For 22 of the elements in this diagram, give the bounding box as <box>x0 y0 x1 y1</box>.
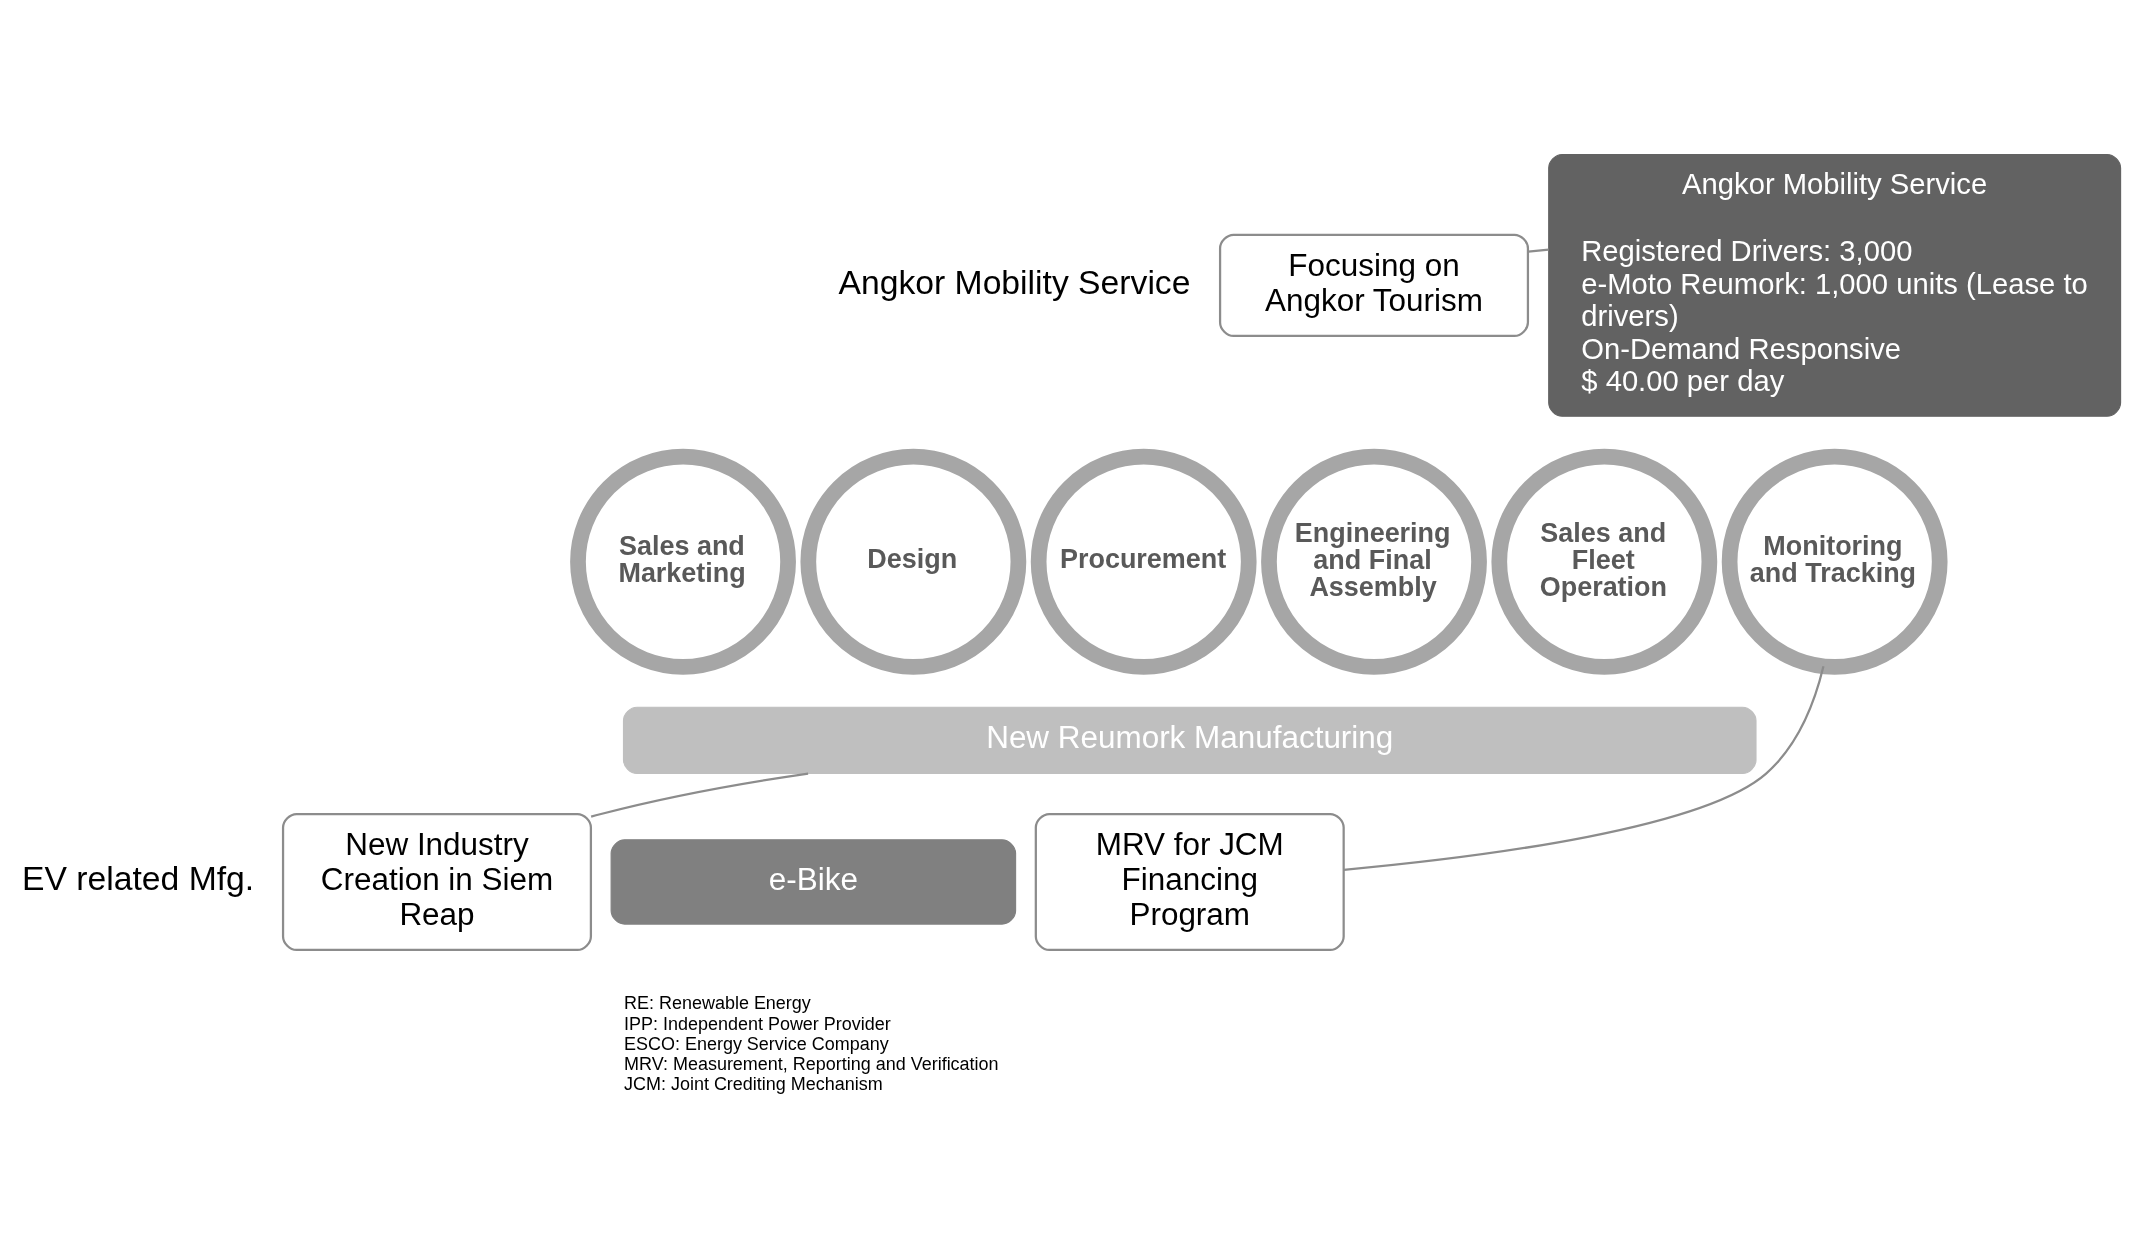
node-circle: Sales and Marketing <box>570 448 796 675</box>
node-circle: Design <box>800 448 1027 675</box>
node-circle: Procurement <box>1030 448 1257 675</box>
label: EV related Mfg. <box>22 858 255 897</box>
node-box: New Industry Creation in Siem Reap <box>281 812 593 951</box>
label: JCM: Joint Crediting Mechanism <box>624 1073 883 1094</box>
node-box: New Reumork Manufacturing <box>622 706 1757 774</box>
node-circle: Monitoring and Tracking <box>1721 448 1948 675</box>
node-box: MRV for JCM Financing Program <box>1034 812 1345 951</box>
connector <box>590 771 809 818</box>
label: Angkor Mobility Service <box>838 262 1191 301</box>
connector <box>1528 248 1549 253</box>
node-box: Angkor Mobility Service Registered Drivers: 3,000 e-Moto Reumork: 1,000 units (Lease to drivers) On-Demand Responsive $ 40.00 per day <box>1548 153 2122 417</box>
label: MRV: Measurement, Reporting and Verification <box>624 1053 999 1074</box>
label: IPP: Independent Power Provider <box>624 1013 891 1033</box>
node-box: e-Bike <box>610 838 1017 925</box>
node-circle: Engineering and Final Assembly <box>1261 448 1487 675</box>
connector <box>1343 665 1825 871</box>
node-circle: Sales and Fleet Operation <box>1491 448 1718 675</box>
label: ESCO: Energy Service Company <box>624 1033 889 1054</box>
node-box: Focusing on Angkor Tourism <box>1218 233 1530 337</box>
label: RE: Renewable Energy <box>624 992 811 1013</box>
